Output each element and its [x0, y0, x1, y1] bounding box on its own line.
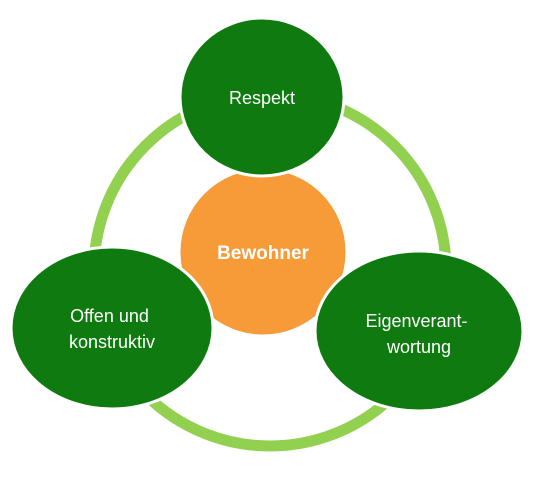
node-eigenverantwortung: Eigenverant- wortung: [313, 249, 525, 413]
node-offen-und-konstruktiv-line-1: Offen und: [70, 306, 149, 326]
node-offen-und-konstruktiv-label: Offen und konstruktiv: [69, 306, 155, 352]
node-eigenverantwortung-label: Eigenverant- wortung: [365, 311, 472, 357]
node-respekt-label: Respekt: [229, 88, 295, 108]
center-node-label: Bewohner: [217, 243, 309, 264]
node-eigenverantwortung-line-1: Eigenverant-: [365, 311, 467, 331]
node-respekt: Respekt: [178, 16, 346, 178]
node-offen-und-konstruktiv-shape: [9, 245, 215, 411]
node-offen-und-konstruktiv: Offen und konstruktiv: [9, 245, 215, 411]
center-node-bewohner: Bewohner: [177, 166, 349, 338]
node-respekt-line-1: Respekt: [229, 88, 295, 108]
node-respekt-shape: [178, 16, 346, 178]
node-eigenverantwortung-shape: [313, 249, 525, 413]
node-offen-und-konstruktiv-line-2: konstruktiv: [69, 332, 155, 352]
node-eigenverantwortung-line-2: wortung: [386, 337, 451, 357]
